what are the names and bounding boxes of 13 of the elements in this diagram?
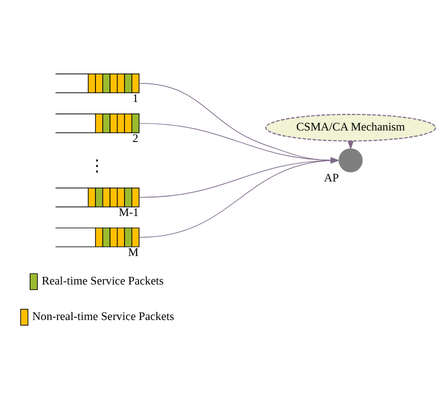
node-label: M: [128, 246, 139, 260]
arrow: [139, 157, 340, 198]
legend-label: Non-real-time Service Packets: [32, 310, 174, 324]
legend-label: Real-time Service Packets: [42, 274, 164, 288]
node-label: AP: [324, 171, 339, 184]
node-label: 2: [132, 132, 138, 146]
label: ⋮: [88, 158, 105, 175]
arrow: [139, 157, 340, 238]
node-label: 1: [132, 92, 138, 106]
arrow: [139, 122, 340, 164]
node-label: M-1: [118, 206, 139, 220]
arrow: [139, 82, 340, 164]
node-circle: [338, 148, 363, 172]
